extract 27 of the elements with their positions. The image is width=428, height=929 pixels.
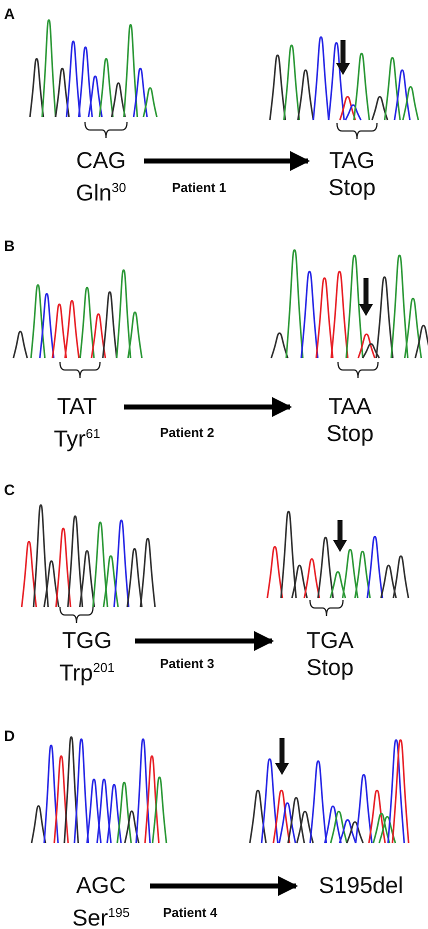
codon-label: TAT <box>56 393 98 420</box>
codon-label: S195del <box>318 872 404 899</box>
residue-label: Ser$^{195}$ <box>72 904 130 929</box>
residue-label: Trp$^{201}$ <box>59 658 115 687</box>
residue-label: Tyr$^{61}$ <box>54 424 100 453</box>
residue-label: Gln$^{30}$ <box>76 178 126 207</box>
codon-label: CAG <box>76 147 126 174</box>
codon-label: AGC <box>76 872 126 899</box>
panel-letter: B <box>4 238 15 255</box>
arrow <box>124 397 292 417</box>
edge-label: Patient 1 <box>172 180 226 195</box>
codon-label: TAG <box>329 147 375 174</box>
codon-label: TGG <box>62 627 112 654</box>
arrow <box>135 631 274 651</box>
edge-label: Patient 3 <box>160 656 214 671</box>
codon-label: TAA <box>328 393 372 420</box>
panel-letter: C <box>4 482 15 499</box>
edge-label: Patient 4 <box>163 905 218 920</box>
residue-label: Stop <box>326 420 374 447</box>
arrow <box>144 151 310 171</box>
codon-label: TGA <box>306 627 354 654</box>
residue-label: Stop <box>328 174 376 201</box>
edge-label: Patient 2 <box>160 425 214 440</box>
arrow <box>150 876 298 896</box>
residue-label: Stop <box>306 654 354 681</box>
panel-letter: A <box>4 6 15 23</box>
panel-letter: D <box>4 728 15 745</box>
